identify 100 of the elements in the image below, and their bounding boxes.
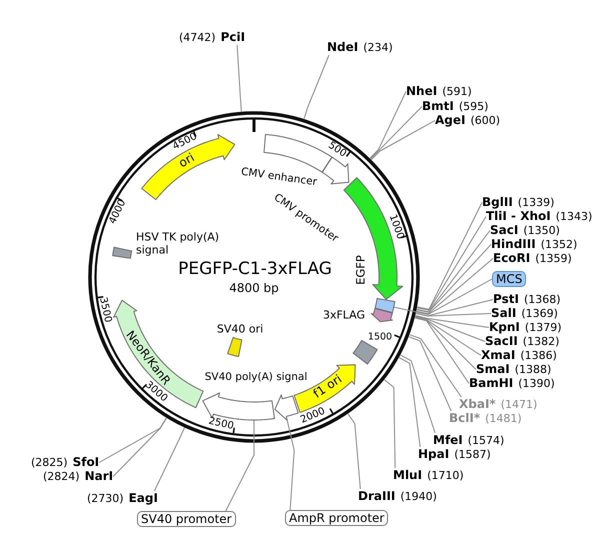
feature-block xyxy=(352,339,379,366)
site-position: (1710) xyxy=(427,469,464,482)
feature-arc xyxy=(273,393,300,422)
enzyme-name: SacII xyxy=(485,334,518,348)
feature-label: SV40 ori xyxy=(216,324,264,336)
tick-label: 500 xyxy=(326,140,348,160)
site-position: (1359) xyxy=(535,252,572,265)
site-position: (1382) xyxy=(522,335,560,348)
enzyme-name: KpnI xyxy=(489,320,520,334)
leader-line xyxy=(225,420,254,512)
site-position: (591) xyxy=(442,85,472,98)
site-position: (2730) xyxy=(87,492,124,505)
leader-line xyxy=(414,316,482,356)
site-position: (1368) xyxy=(524,293,561,306)
feature-tag: MCS xyxy=(492,271,526,287)
feature-block xyxy=(226,336,243,358)
enzyme-name: EcoRI xyxy=(493,251,530,265)
feature-tag: SV40 promoter xyxy=(137,511,236,527)
leader-line xyxy=(414,316,476,370)
feature-label: ori xyxy=(176,151,198,171)
leader-line xyxy=(416,202,482,310)
enzyme-name: NdeI xyxy=(327,40,358,54)
tick-label: 3500 xyxy=(96,296,113,324)
feature-arc xyxy=(321,156,350,185)
feature-label: SV40 poly(A) signal xyxy=(204,370,308,384)
leader-line xyxy=(416,230,490,312)
enzyme-name: SfoI xyxy=(72,455,100,469)
enzyme-name: MfeI xyxy=(433,433,463,447)
leader-line xyxy=(400,354,436,434)
site-position: (1379) xyxy=(524,321,562,334)
site-position: (1471) xyxy=(500,398,538,411)
site-position: (1388) xyxy=(514,363,552,376)
tick-label: 4000 xyxy=(107,198,128,226)
site-position: (1350) xyxy=(523,224,560,237)
site-position: (1369) xyxy=(521,307,558,320)
enzyme-name: SalI xyxy=(491,306,516,320)
feature-label: EGFP xyxy=(354,255,368,285)
leader-line xyxy=(416,299,494,316)
leader-line xyxy=(286,420,295,510)
leader-line xyxy=(384,379,396,468)
feature-arc xyxy=(140,133,236,201)
site-position: (2825) xyxy=(31,456,68,469)
leader-line xyxy=(416,216,486,311)
leader-line xyxy=(414,316,486,342)
enzyme-name: SacI xyxy=(490,223,518,237)
site-position: (1352) xyxy=(540,238,578,251)
leader-line xyxy=(154,427,185,492)
site-position: (1940) xyxy=(400,490,437,503)
site-position: (1390) xyxy=(518,377,555,390)
site-position: (1587) xyxy=(454,448,491,461)
enzyme-name: BmtI xyxy=(422,99,454,113)
enzyme-name: BclI* xyxy=(449,411,480,425)
enzyme-name: SmaI xyxy=(476,362,510,376)
feature-label: HSV TK poly(A) signal xyxy=(136,231,220,257)
tick-label: 2000 xyxy=(299,406,327,426)
feature-arc xyxy=(370,307,394,323)
site-position: (1481) xyxy=(485,412,522,425)
feature-tag: AmpR promoter xyxy=(285,510,388,526)
site-position: (2824) xyxy=(43,470,80,483)
feature-arc xyxy=(112,299,205,409)
enzyme-name: NheI xyxy=(406,84,438,98)
enzyme-name: MluI xyxy=(393,468,422,482)
leader-line xyxy=(98,417,167,463)
site-position: (595) xyxy=(458,100,488,113)
site-position: (1339) xyxy=(518,196,554,209)
leader-line xyxy=(370,91,406,159)
tick-label: 1000 xyxy=(386,212,406,240)
tick-label: 2500 xyxy=(208,416,235,433)
site-position: (4742) xyxy=(179,31,216,44)
feature-label: 3xFLAG xyxy=(322,310,366,322)
enzyme-name: AgeI xyxy=(435,113,466,127)
enzyme-name: XbaI* xyxy=(459,397,496,411)
site-position: (1574) xyxy=(468,434,504,447)
leader-line xyxy=(112,418,168,477)
leader-line xyxy=(236,44,242,112)
leader-line xyxy=(416,258,494,314)
leader-line xyxy=(393,278,492,315)
feature-label: CMV enhancer xyxy=(240,166,318,188)
feature-block xyxy=(374,297,396,314)
leader-line xyxy=(398,357,421,448)
enzyme-name: PstI xyxy=(493,292,519,306)
enzyme-name: HpaI xyxy=(418,447,450,461)
feature-label: f1 ori xyxy=(312,372,346,402)
leader-line xyxy=(370,106,422,160)
site-position: (234) xyxy=(363,41,393,54)
leader-line xyxy=(414,315,490,328)
enzyme-name: DraIII xyxy=(358,489,396,503)
enzyme-name: BamHI xyxy=(469,376,514,390)
leader-line xyxy=(414,317,470,384)
site-position: (600) xyxy=(470,114,500,127)
enzyme-name: NarI xyxy=(84,469,114,483)
leader-line xyxy=(415,312,492,317)
site-position: (1386) xyxy=(520,349,557,362)
leader-line xyxy=(408,336,452,412)
leader-line xyxy=(409,334,462,398)
leader-line xyxy=(370,120,436,160)
site-position: (1343) xyxy=(556,210,592,223)
plasmid-name: PEGFP-C1-3xFLAG xyxy=(178,260,332,280)
leader-line xyxy=(348,413,361,490)
enzyme-name: EagI xyxy=(128,491,158,505)
